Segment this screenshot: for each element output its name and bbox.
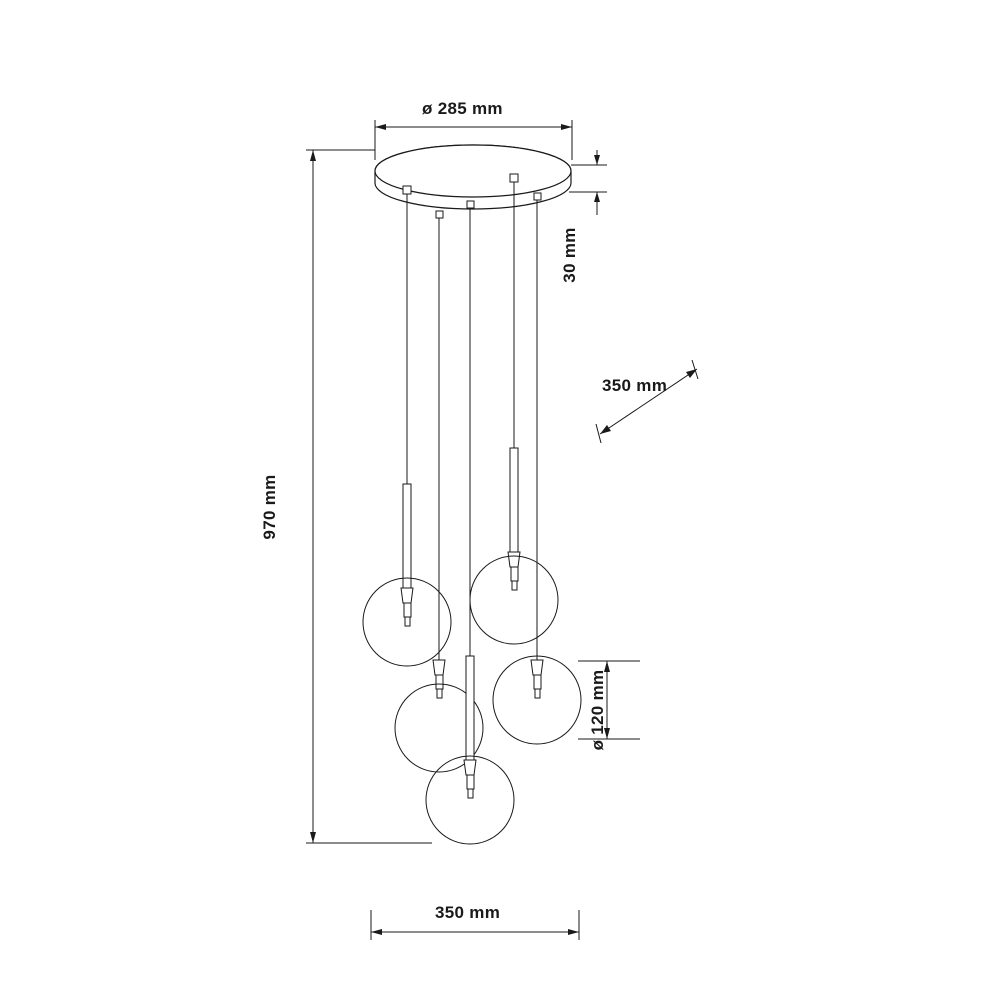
pendant-5 <box>492 200 582 745</box>
canopy-mount-points <box>402 173 542 219</box>
dimension-canopy-height <box>569 150 607 215</box>
pendant-4 <box>469 182 559 645</box>
dimension-label-canopy-height: 30 mm <box>560 227 579 283</box>
pendant-assembly <box>362 173 582 845</box>
canopy <box>374 144 572 210</box>
dimension-overall-width <box>370 910 580 940</box>
dimension-label-canopy-diameter: ø 285 mm <box>422 99 503 118</box>
dimension-spread-depth <box>595 359 699 444</box>
dimension-total-height <box>306 149 432 844</box>
dimension-label-spread-depth: 350 mm <box>602 376 668 395</box>
dimension-canopy-diameter <box>374 120 573 160</box>
dimension-label-total-height: 970 mm <box>260 474 279 540</box>
dimension-globe-diameter <box>578 660 640 740</box>
pendant-3 <box>425 208 515 845</box>
dimension-label-overall-width: 350 mm <box>435 903 501 922</box>
dimension-label-globe-diameter: ø 120 mm <box>588 669 607 751</box>
pendant-1 <box>362 194 452 667</box>
pendant-2 <box>394 218 484 773</box>
